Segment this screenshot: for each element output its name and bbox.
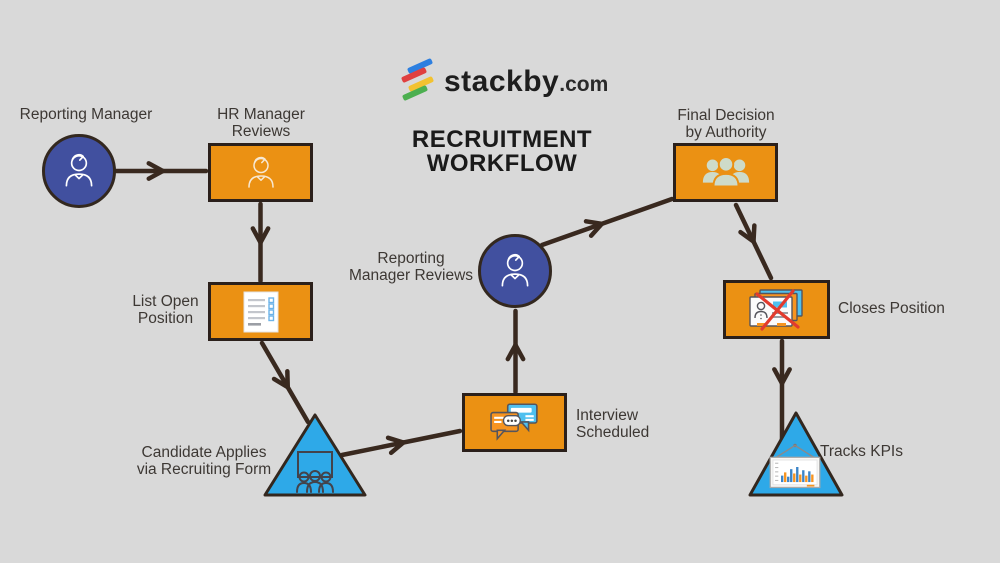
label-closes-position: Closes Position (838, 300, 945, 317)
arrow-hr-manager-reviews-to-list-open-position (250, 201, 271, 284)
node-list-open-position (208, 282, 313, 341)
chat-bubbles-icon (489, 402, 538, 441)
node-interview-scheduled (462, 393, 567, 452)
stackby-logo-icon (400, 57, 436, 106)
label-reporting-manager: Reporting Manager (19, 106, 153, 123)
label-final-decision: Final Decision by Authority (677, 107, 775, 141)
label-hr-manager-reviews: HR Manager Reviews (217, 106, 305, 140)
node-candidate-applies (262, 412, 368, 498)
node-tracks-kpis (747, 410, 845, 498)
arrow-final-decision-to-closes-position (733, 202, 774, 281)
title-line-1: RECRUITMENT (411, 126, 593, 153)
person-icon (65, 153, 93, 187)
arrow-interview-scheduled-to-reporting-manager-reviews (505, 308, 526, 395)
logo-text: stackby.com (444, 65, 608, 99)
node-reporting-manager-reviews (478, 234, 552, 308)
label-interview-scheduled: Interview Scheduled (576, 407, 650, 441)
title-line-2: WORKFLOW (426, 150, 578, 177)
logo-brand: stackby (444, 65, 560, 98)
arrow-reporting-manager-reviews-to-final-decision (539, 196, 675, 248)
node-hr-manager-reviews (208, 143, 313, 202)
arrow-reporting-manager-to-hr-manager-reviews (113, 161, 209, 181)
arrow-closes-position-to-tracks-kpis (772, 338, 792, 450)
label-tracks-kpis: Tracks KPIs (820, 443, 903, 460)
bar-chart-icon (769, 443, 821, 489)
label-list-open-position: List Open Position (132, 293, 199, 327)
triangle-shape (263, 413, 367, 497)
arrow-list-open-position-to-candidate-applies (259, 340, 311, 425)
page-title: RECRUITMENT WORKFLOW (377, 128, 627, 176)
person-icon (501, 253, 529, 287)
stackby-logo: stackby.com (400, 57, 608, 106)
arrow-candidate-applies-to-interview-scheduled (339, 428, 463, 458)
people-group-icon (702, 155, 749, 187)
label-reporting-manager-reviews: Reporting Manager Reviews (348, 250, 474, 284)
node-closes-position (723, 280, 830, 339)
node-reporting-manager (42, 134, 116, 208)
label-candidate-applies: Candidate Applies via Recruiting Form (136, 444, 272, 478)
checklist-icon (243, 291, 278, 332)
meeting-icon (296, 451, 334, 493)
crossed-cards-icon (748, 288, 803, 331)
node-final-decision (673, 143, 778, 202)
logo-suffix: .com (559, 73, 609, 96)
person-icon (247, 156, 274, 188)
